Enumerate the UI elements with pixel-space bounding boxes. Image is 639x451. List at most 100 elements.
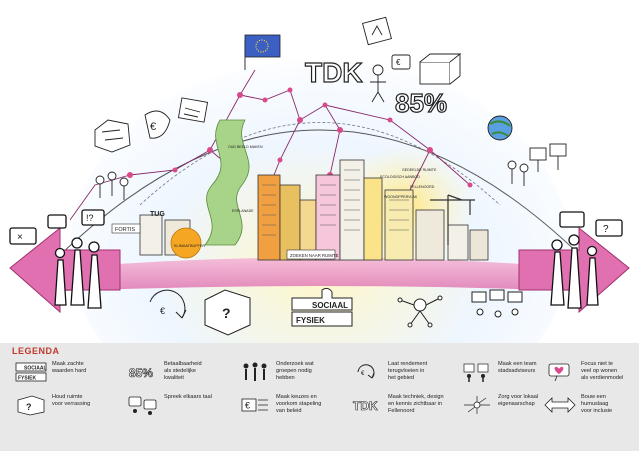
legend-item-arrow: Bouw een humuslaag voor inclusie <box>543 394 639 416</box>
cycle-arrows-icon: € <box>149 289 187 319</box>
svg-text:SOCIAAL: SOCIAAL <box>24 366 47 372</box>
svg-text:€: € <box>160 306 165 316</box>
euro-figure-icon: € <box>144 110 171 139</box>
tdk-logo-icon: TDK <box>304 56 363 88</box>
svg-text:€: € <box>396 58 401 67</box>
climate-sphere <box>170 227 202 259</box>
legend-item-puzzle: SOCIAAL FYSIEK Maak zachte waarden hard <box>14 361 120 383</box>
legend-item-percent: 85% Betaalbaarheid als stedelijke kwalit… <box>126 361 232 383</box>
small-labels: OUD BEELD MAKEN ECOLOGISCH AANBOD ESPLAN… <box>228 145 437 213</box>
legend-text: Houd ruimte voor verrassing <box>52 394 91 407</box>
svg-text:€: € <box>150 121 156 133</box>
svg-text:OUD BEELD MAKEN: OUD BEELD MAKEN <box>228 145 263 149</box>
svg-text:?: ? <box>603 224 609 235</box>
svg-text:SOCIAAL: SOCIAAL <box>312 301 348 310</box>
legend-item-surprise: ? Houd ruimte voor verrassing <box>14 394 120 416</box>
legend-text: Maak zachte waarden hard <box>52 361 87 374</box>
svg-text:WOONOPPERVLAK: WOONOPPERVLAK <box>384 195 418 199</box>
crowd-sketch-icon <box>95 171 129 200</box>
arrow-icon <box>544 397 576 413</box>
legend-item-cycle: € Laat rendement terugvloeien in het geb… <box>350 361 456 383</box>
legend-text: Maak techniek, design en kennis zichtbaa… <box>388 394 444 414</box>
legend-item-people: Onderzoek wat groepen nodig hebben <box>238 361 344 383</box>
svg-text:FYSIEK: FYSIEK <box>18 376 36 382</box>
svg-text:TDK: TDK <box>305 57 363 88</box>
svg-text:ESPLANADE: ESPLANADE <box>232 209 254 213</box>
team-icon <box>463 363 489 382</box>
percent-icon: 85% <box>129 366 154 381</box>
building-block-icon <box>419 53 462 85</box>
legend-panel: LEGENDA <box>0 343 639 451</box>
outer-arc <box>44 129 596 271</box>
legend-item-speech: Spreek elkaars taal <box>126 394 232 416</box>
legend-text: Zorg voor lokaal eigenaarschap <box>498 394 539 407</box>
group-sketch-icon <box>507 160 529 186</box>
sphere-label: KLIMAATBUFFER <box>174 244 205 248</box>
stick-figure-icon: € <box>370 54 411 103</box>
svg-text:?: ? <box>26 402 32 412</box>
green-corridor <box>204 119 250 246</box>
eu-flag-icon <box>244 34 281 70</box>
svg-text:€: € <box>361 371 365 377</box>
legend-item-team: Maak een team stadsadviseurs <box>460 361 566 383</box>
crowd-right-icon: ? <box>550 211 623 309</box>
sketch-board-icon <box>177 97 209 123</box>
legend-item-heart: Focus niet te veel op wonen als verdienm… <box>543 361 639 383</box>
svg-text:ECOLOGISCH AANBOD: ECOLOGISCH AANBOD <box>380 175 420 179</box>
svg-text:85%: 85% <box>129 366 153 380</box>
svg-text:FYSIEK: FYSIEK <box>296 316 325 325</box>
svg-text:GEDEELDE RUIMTE: GEDEELDE RUIMTE <box>402 168 437 172</box>
cycle-icon: € <box>357 364 375 379</box>
surprise-icon: ? <box>17 395 45 416</box>
legend-title: LEGENDA <box>12 346 60 356</box>
label-fortis-box <box>111 223 141 234</box>
people-icon <box>243 362 267 381</box>
globe-icon <box>487 115 513 141</box>
heart-icon <box>548 363 570 382</box>
street-sign-box <box>286 249 336 260</box>
inner-arc <box>139 122 501 206</box>
legend-text: Laat rendement terugvloeien in het gebie… <box>388 361 428 381</box>
legend-text: Onderzoek wat groepen nodig hebben <box>276 361 314 381</box>
tdk-icon: TDK <box>353 399 379 414</box>
label-fortis: FORTIS <box>115 227 135 233</box>
legend-text: Focus niet te veel op wonen als verdienm… <box>581 361 624 381</box>
euro-icon: € <box>241 398 268 412</box>
legend-item-tdk: TDK Maak techniek, design en kennis zich… <box>350 394 456 416</box>
speech-icon <box>128 396 157 415</box>
building-windows <box>262 169 409 236</box>
svg-text:€: € <box>245 401 250 411</box>
legend-text: Bouw een humuslaag voor inclusie <box>581 394 613 414</box>
puzzle-pieces-icon: SOCIAAL FYSIEK <box>291 287 353 327</box>
city-illustration: TDK 85% € € <box>9 16 630 343</box>
network-icon <box>464 396 490 414</box>
svg-text:×: × <box>17 232 23 243</box>
legend-text: Spreek elkaars taal <box>164 394 212 400</box>
crowd-left-icon: × !? <box>9 209 105 309</box>
sign-boards-icon <box>529 143 567 172</box>
left-arrow-shape <box>9 226 121 314</box>
crane-icon <box>430 194 475 245</box>
question-box-icon: ? <box>204 289 251 336</box>
map-icon <box>94 119 131 153</box>
svg-text:FELLENOORD: FELLENOORD <box>410 185 435 189</box>
svg-text:TDK: TDK <box>353 399 378 413</box>
hierarchy-icon <box>362 16 392 46</box>
legend-text: Maak een team stadsadviseurs <box>498 361 537 374</box>
percent-85-icon: 85% <box>394 87 447 118</box>
people-signs-icon <box>471 289 523 318</box>
svg-text:!?: !? <box>86 213 94 223</box>
svg-text:85%: 85% <box>395 88 447 118</box>
label-tug: TUG <box>150 211 165 218</box>
legend-item-euro: € Maak keuzes en voorkom stapeling van b… <box>238 394 344 416</box>
legend-text: Betaalbaarheid als stedelijke kwaliteit <box>164 361 202 381</box>
network-hub-icon <box>397 295 443 328</box>
street-sign-text: ZOEKEN NAAR RUIMTE <box>290 253 339 258</box>
legend-item-network: Zorg voor lokaal eigenaarschap <box>460 394 566 416</box>
city-buildings <box>139 159 489 261</box>
network-nodes <box>127 87 473 188</box>
puzzle-icon: SOCIAAL FYSIEK <box>15 362 47 382</box>
legend-text: Maak keuzes en voorkom stapeling van bel… <box>276 394 322 414</box>
svg-text:?: ? <box>222 305 231 321</box>
